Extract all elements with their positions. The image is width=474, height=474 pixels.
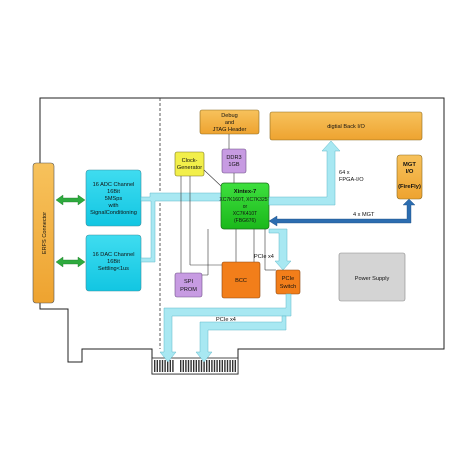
adc-line-4: with <box>108 203 119 209</box>
digital-back-io-label: digtial Back I/O <box>327 124 365 130</box>
dac-line-2: 16Bit <box>107 259 120 265</box>
fpga-part-1: XC7K160T, XC7K325T <box>219 197 270 203</box>
edge-pin <box>156 360 158 372</box>
power-supply-label: Power Supply <box>355 276 390 282</box>
adc-line-3: 5MSps <box>105 196 123 202</box>
dac-block: 16 DAC Channel 16Bit Settling<1us <box>85 234 142 292</box>
dac-line-1: 16 DAC Channel <box>93 252 135 258</box>
fpga-block: Xintex-7 XC7K160T, XC7K325T or XC7K410T … <box>219 182 271 230</box>
edge-pin <box>172 360 174 372</box>
ddr3-block: DDR3 1GB <box>221 148 247 174</box>
debug-jtag-block: Debug and JTAG Header <box>199 109 260 135</box>
spi-line-1: SPI <box>184 279 193 285</box>
edge-pin <box>216 360 218 372</box>
edge-pin <box>226 360 229 372</box>
ddr3-line-1: DDR3 <box>226 155 241 161</box>
spi-line-2: PROM <box>180 287 197 293</box>
mgt-io-block: MGT I/O (FireFly) <box>396 154 423 200</box>
edge-pin <box>180 360 182 372</box>
edge-pin <box>182 360 184 372</box>
adc-block: 16 ADC Channel 16Bit 5MSps with SignalCo… <box>85 169 142 227</box>
pcie-edge-connector <box>151 357 239 375</box>
dac-line-3: Settling<1us <box>98 266 129 272</box>
adc-line-2: 16Bit <box>107 189 120 195</box>
digital-back-io-block: digtial Back I/O <box>269 111 423 141</box>
edge-pin <box>185 360 187 372</box>
edge-pin <box>203 360 205 372</box>
edge-pin <box>154 360 156 372</box>
mgt-line-1: MGT <box>403 162 416 168</box>
pcie-switch-block: PCIe Switch <box>275 269 301 295</box>
mgt-label: 4 x MGT <box>353 212 375 218</box>
edge-pin <box>169 360 171 372</box>
edge-pin <box>229 360 231 372</box>
edge-pin <box>193 360 195 372</box>
erfs-connector-label: ERFS Connector <box>42 212 48 254</box>
pcie-switch-line-2: Switch <box>280 284 296 290</box>
fpga-io-arrow: 64 x FPGA-I/O <box>268 140 364 206</box>
edge-pin <box>234 360 236 372</box>
edge-pin <box>208 360 210 372</box>
edge-pin <box>200 360 203 372</box>
edge-pin <box>232 360 234 372</box>
pcie-upper-arrow: PCIe x4 <box>254 228 292 271</box>
power-supply-block: Power Supply <box>338 252 406 302</box>
fpga-io-label-1: 64 x <box>339 170 350 176</box>
bcc-block: BCC <box>221 261 261 299</box>
bcc-label: BCC <box>235 278 247 284</box>
erfs-dac-arrow <box>55 256 86 268</box>
clock-line-1: Clock- <box>182 158 198 164</box>
debug-line-1: Debug <box>221 113 237 119</box>
edge-pin <box>187 360 190 372</box>
erfs-connector-block: ERFS Connector <box>32 162 55 304</box>
fpga-part-3: XC7K410T <box>233 211 257 217</box>
debug-line-2: and <box>225 120 234 126</box>
pcie-lower-label: PCIe x4 <box>216 317 236 323</box>
debug-line-3: JTAG Header <box>213 127 247 133</box>
erfs-adc-arrow <box>55 194 86 206</box>
mgt-line-2: I/O <box>406 169 414 175</box>
ddr3-line-2: 1GB <box>228 162 239 168</box>
fpga-title: Xintex-7 <box>234 189 257 195</box>
edge-pin <box>219 360 221 372</box>
edge-pin <box>161 360 164 372</box>
fpga-io-label-2: FPGA-I/O <box>339 177 364 183</box>
fpga-part-4: (FBG676) <box>234 218 256 224</box>
clock-line-2: Generator <box>177 165 202 171</box>
spi-prom-block: SPI PROM <box>174 272 203 298</box>
edge-pin <box>159 360 161 372</box>
adc-line-1: 16 ADC Channel <box>93 182 135 188</box>
pcie-lower-arrow: PCIe x4 <box>159 293 292 363</box>
edge-pin <box>211 360 213 372</box>
pcb-outline <box>39 97 445 375</box>
fpga-part-2: or <box>243 204 248 210</box>
adc-line-5: SignalConditioning <box>90 210 137 216</box>
edge-pin <box>167 360 169 372</box>
edge-pin <box>190 360 192 372</box>
edge-pin <box>198 360 200 372</box>
edge-pin <box>206 360 208 372</box>
edge-pin <box>224 360 226 372</box>
edge-pin <box>221 360 223 372</box>
edge-pin <box>195 360 197 372</box>
edge-pin <box>213 360 216 372</box>
mgt-line-4: (FireFly) <box>398 184 421 190</box>
pcie-upper-label: PCIe x4 <box>254 254 274 260</box>
adc-dac-fpga-bus <box>140 188 229 263</box>
edge-pin <box>164 360 166 372</box>
clock-generator-block: Clock- Generator <box>174 151 205 177</box>
pcie-switch-line-1: PCIe <box>282 276 294 282</box>
